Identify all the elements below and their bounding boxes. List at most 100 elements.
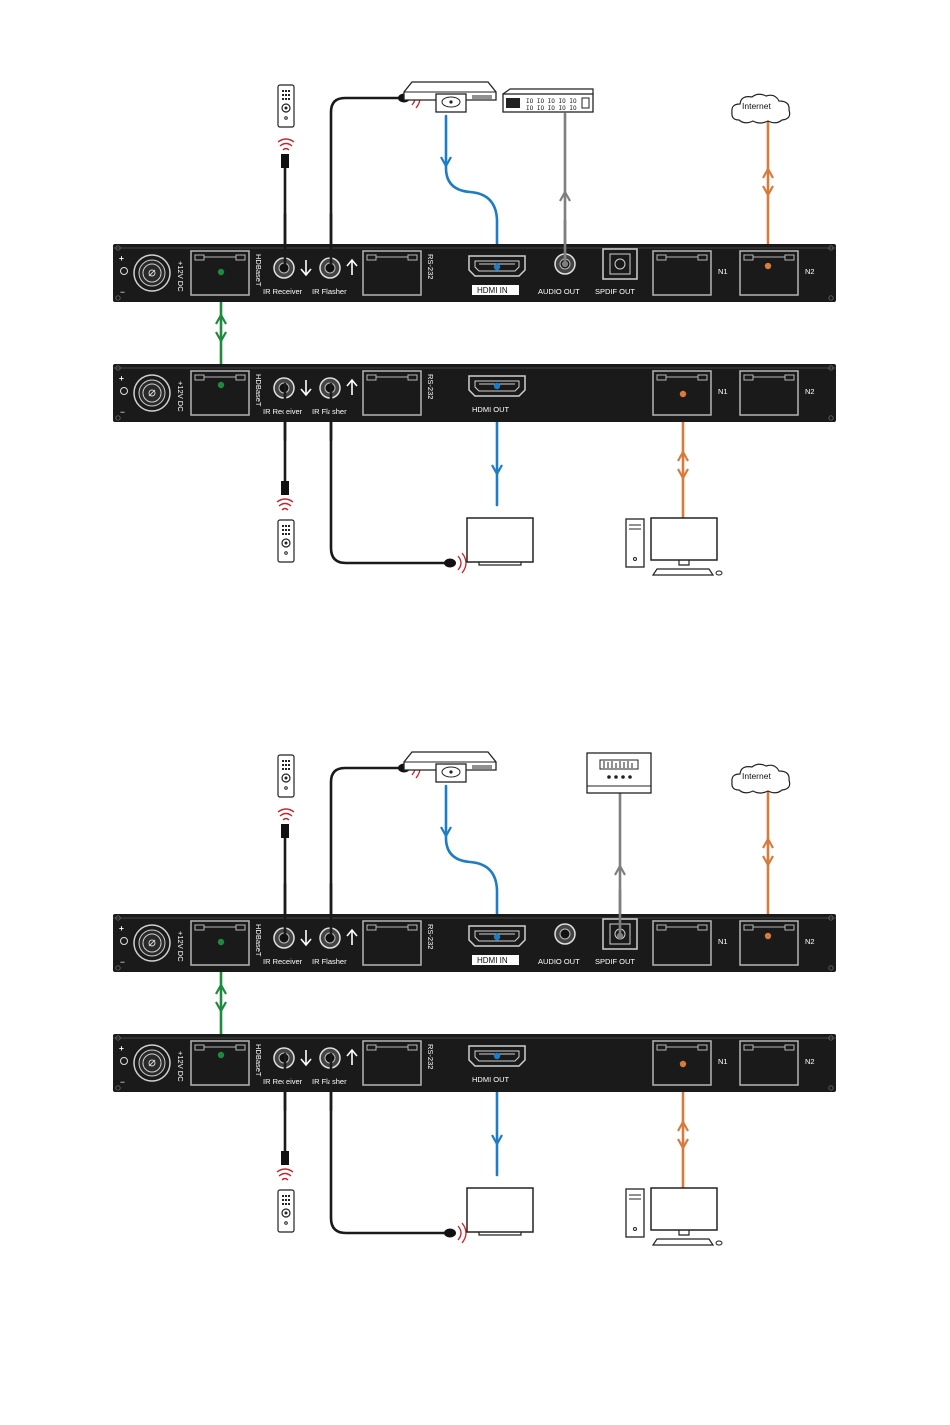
ir-receiver-label: IR Receiver — [263, 957, 303, 966]
hdmi-out-plug-top — [493, 1052, 501, 1060]
audio-out-port-icon — [554, 923, 576, 945]
n1-label: N1 — [718, 1057, 728, 1066]
hdbaset-arrow-up — [215, 982, 227, 995]
n2-label: N2 — [805, 1057, 815, 1066]
tv-icon — [466, 517, 534, 566]
ir-flasher-cable-rx — [329, 1055, 448, 1235]
remote-control-icon — [277, 519, 295, 563]
polarity-icon — [120, 267, 128, 275]
dc-power-port-icon — [133, 1044, 171, 1082]
hdmi-out-label: HDMI OUT — [472, 405, 509, 414]
hdbaset-tx-plug-top — [217, 268, 225, 276]
ir-receiver-label: IR Receiver — [263, 287, 303, 296]
arrow-up-icon — [346, 1048, 358, 1065]
hdmi-in-label-bg — [472, 955, 519, 965]
ir-receiver-label: IR Receiver — [263, 407, 303, 416]
screw-icon — [828, 245, 834, 251]
screw-icon — [115, 915, 121, 921]
screw-icon — [828, 295, 834, 301]
arrow-up-icon — [346, 378, 358, 395]
ir-signal-icon — [457, 1222, 467, 1244]
internet-arrow-down — [762, 185, 774, 198]
n2-plug-top — [764, 932, 772, 940]
pc-icon — [625, 517, 723, 576]
hdbaset-tx-plug-top — [217, 938, 225, 946]
polarity-icon — [120, 937, 128, 945]
hdmi-in-label: HDMI IN — [477, 286, 508, 295]
hdmi-in-label-bg — [472, 285, 519, 295]
n1-label: N1 — [718, 937, 728, 946]
power-minus-label: − — [120, 1077, 125, 1087]
hdbaset-arrow-down — [215, 331, 227, 344]
hdmi-output-arrow — [491, 464, 503, 476]
hdmi-input-arrow — [440, 156, 452, 168]
n1-label: N1 — [718, 387, 728, 396]
dc-power-port-icon — [133, 374, 171, 412]
ir-sensor-icon — [281, 481, 289, 495]
panel-body — [113, 244, 836, 302]
ir-flasher-cable-tx — [329, 96, 402, 266]
screw-icon — [828, 965, 834, 971]
hdmi-in-plug-top — [493, 933, 501, 941]
arrow-up-icon — [346, 258, 358, 275]
arrow-down-icon — [300, 260, 312, 277]
spdif-arrow — [614, 864, 626, 876]
rs232-label: RS-232 — [426, 924, 435, 949]
hdbaset-label: HDBaseT — [254, 1044, 263, 1077]
screw-icon — [115, 965, 121, 971]
ir-sensor-icon — [281, 154, 289, 168]
remote-control-icon — [277, 754, 295, 798]
soundbar-icon — [586, 752, 652, 794]
arrow-down-icon — [300, 1050, 312, 1067]
screw-icon — [115, 1085, 121, 1091]
pc-icon — [625, 1187, 723, 1246]
ir-signal-icon — [277, 138, 295, 151]
audio-arrow — [559, 190, 571, 202]
ir-emitter-icon — [444, 1228, 456, 1238]
internet-arrow-down — [762, 855, 774, 868]
remote-control-icon — [277, 84, 295, 128]
dc-power-port-icon — [133, 254, 171, 292]
hdmi-out-plug-top — [493, 382, 501, 390]
rs232-label: RS-232 — [426, 374, 435, 399]
hdmi-in-label: HDMI IN — [477, 956, 508, 965]
audio-out-label: AUDIO OUT — [538, 957, 580, 966]
ir-receiver-label: IR Receiver — [263, 1077, 303, 1086]
ir-signal-icon — [276, 1168, 294, 1181]
ir-flasher-label: IR Flasher — [312, 957, 347, 966]
power-minus-label: − — [120, 287, 125, 297]
n2-label: N2 — [805, 387, 815, 396]
pc-network-arrow-down — [677, 1138, 689, 1151]
dc-power-port-icon — [133, 924, 171, 962]
n1-plug-top — [679, 1060, 687, 1068]
power-label: +12V DC — [176, 381, 185, 412]
hdbaset-label: HDBaseT — [254, 924, 263, 957]
bluray-player-icon — [403, 751, 497, 783]
screw-icon — [115, 295, 121, 301]
hdbaset-label: HDBaseT — [254, 254, 263, 287]
internet-label: Internet — [742, 101, 771, 111]
hdbaset-label: HDBaseT — [254, 374, 263, 407]
screw-icon — [828, 365, 834, 371]
power-label: +12V DC — [176, 1051, 185, 1082]
hdbaset-rx-plug-top — [217, 1051, 225, 1059]
spdif-out-label: SPDIF OUT — [595, 957, 635, 966]
panel-body — [113, 1034, 836, 1092]
amplifier-icon — [502, 88, 594, 113]
polarity-icon — [120, 1057, 128, 1065]
hdbaset-rx-plug-top — [217, 381, 225, 389]
screw-icon — [115, 415, 121, 421]
ir-flasher-cable-rx — [329, 385, 448, 565]
power-minus-label: − — [120, 407, 125, 417]
power-label: +12V DC — [176, 261, 185, 292]
power-plus-label: + — [119, 373, 124, 383]
hdmi-output-arrow — [491, 1134, 503, 1146]
spdif-out-label: SPDIF OUT — [595, 287, 635, 296]
internet-arrow-up — [762, 166, 774, 179]
screw-icon — [828, 415, 834, 421]
